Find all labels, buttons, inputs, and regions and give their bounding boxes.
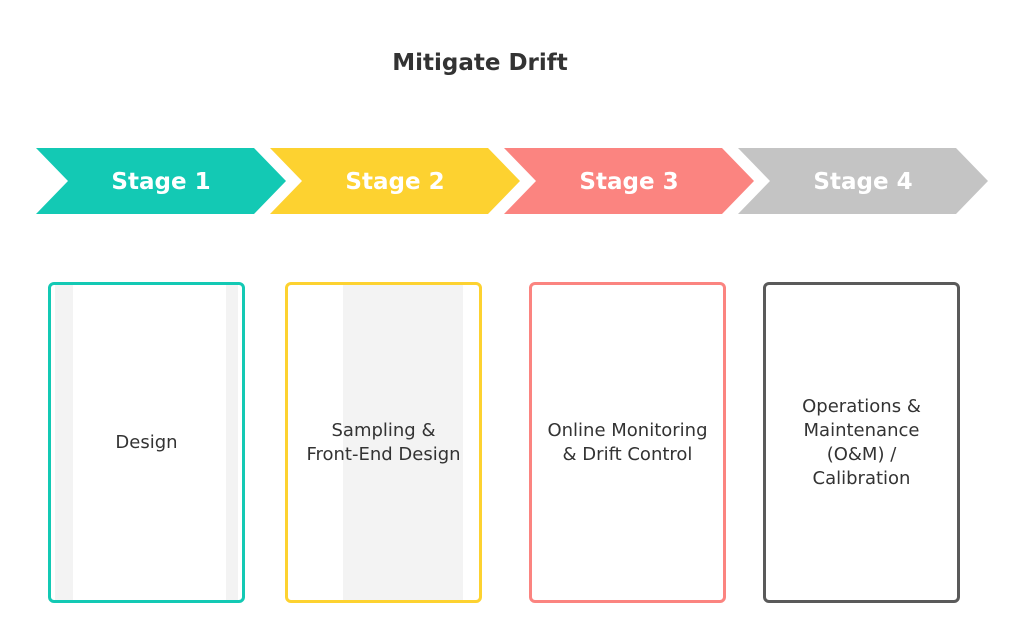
stage-card-4-text: Operations & Maintenance (O&M) / Calibra… [802, 395, 921, 489]
stage-arrow-2-label: Stage 2 [345, 169, 444, 195]
stage-arrow-4-shape [738, 148, 988, 214]
diagram-title: Mitigate Drift [392, 50, 568, 76]
stage-card-1-text: Design [115, 431, 178, 453]
stage-card-3-text: Online Monitoring & Drift Control [547, 419, 708, 465]
stage-arrow-1-shape [36, 148, 286, 214]
stage-arrow-3-label: Stage 3 [579, 169, 678, 195]
stage-arrow-4-label: Stage 4 [813, 169, 912, 195]
stage-arrow-2-shape [270, 148, 520, 214]
card-shade [55, 285, 73, 600]
stage-card-2-text: Sampling & Front-End Design [306, 419, 461, 465]
stage-arrow-3: Stage 3 [504, 148, 754, 214]
stage-arrow-1: Stage 1 [36, 148, 286, 214]
stage-card-4: Operations & Maintenance (O&M) / Calibra… [763, 282, 960, 603]
stage-card-3: Online Monitoring & Drift Control [529, 282, 726, 603]
stage-arrow-1-label: Stage 1 [111, 169, 210, 195]
card-shade [226, 285, 238, 600]
stage-arrow-2: Stage 2 [270, 148, 520, 214]
stage-arrow-4: Stage 4 [738, 148, 988, 214]
stage-arrow-3-shape [504, 148, 754, 214]
stage-card-1: Design [48, 282, 245, 603]
card-shade [343, 285, 463, 600]
stage-card-2: Sampling & Front-End Design [285, 282, 482, 603]
